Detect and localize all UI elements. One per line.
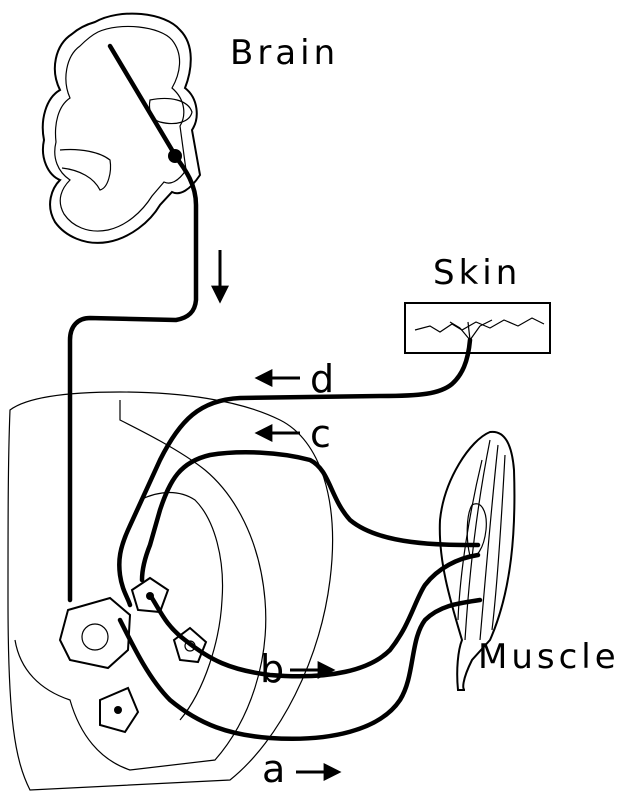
spinal-cord-outline xyxy=(8,392,333,790)
brain-sulcus xyxy=(60,149,111,190)
descending-axon xyxy=(70,156,196,600)
spinal-inner-contour xyxy=(140,493,223,721)
pathway-c-sensory-muscle xyxy=(142,452,478,580)
muscle-label: Muscle xyxy=(478,637,617,677)
pathway-labels: d c b a xyxy=(258,357,338,791)
muscle-spindle xyxy=(467,504,486,557)
skin-section: Skin xyxy=(405,253,550,353)
motor-neuron-large-nucleus xyxy=(82,624,108,650)
label-c: c xyxy=(310,412,331,456)
label-b: b xyxy=(260,647,284,691)
skin-texture xyxy=(415,318,544,332)
spinal-cord-section xyxy=(8,392,333,790)
brain-section: Brain xyxy=(43,14,339,600)
pathway-d-sensory-skin xyxy=(119,340,470,605)
skin-receptor-branches xyxy=(450,320,492,340)
muscle-fibers xyxy=(458,440,505,640)
muscle-section: Muscle xyxy=(440,432,617,690)
brain-label: Brain xyxy=(230,33,339,73)
skin-box xyxy=(405,303,550,353)
label-a: a xyxy=(262,747,285,791)
brain-inner-outline xyxy=(55,26,186,231)
skin-label: Skin xyxy=(433,253,521,293)
label-d: d xyxy=(310,357,334,401)
interneuron-top-nucleus xyxy=(146,592,154,600)
motor-neuron-small-nucleus xyxy=(114,706,122,714)
motor-neuron-large xyxy=(60,598,130,668)
